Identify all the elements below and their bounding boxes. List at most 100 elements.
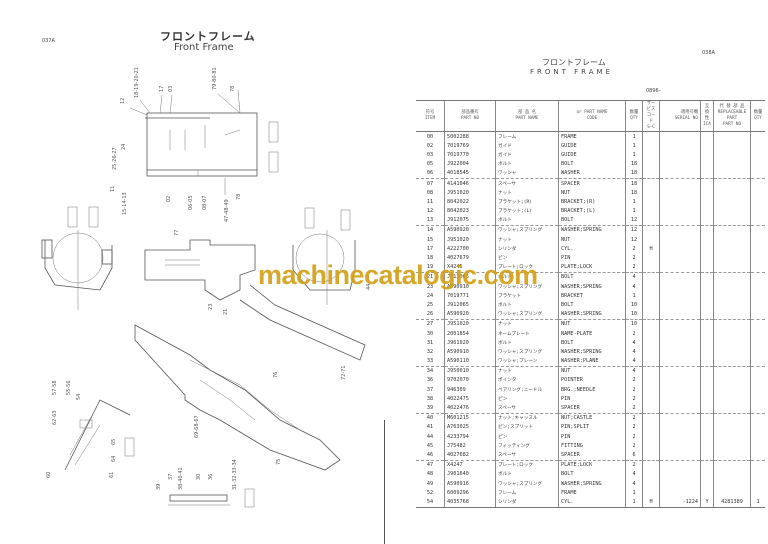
cell-part-name-en: NUT;CASTLE [558, 413, 626, 423]
cell-part-name-en: PLATE;LOCK [558, 262, 626, 273]
cell-item: 54 [416, 497, 445, 508]
cell-replaceable-part-no [713, 159, 751, 169]
cell-part-name-en: NAME-PLATE [558, 328, 626, 339]
cell-part-name-jp: プレート;ロック [495, 262, 559, 273]
cell-part-no: J951020 [444, 235, 496, 245]
cell-replaceable-part-no [713, 282, 751, 292]
cell-sc [642, 300, 660, 310]
page-fold-line [384, 420, 385, 544]
cell-replaceable-qty [750, 469, 765, 479]
cell-part-name-en: PIN [558, 432, 626, 442]
cell-item: 30 [426, 330, 434, 337]
cell-sc [642, 478, 660, 489]
cell-replaceable-part-no: 4281389 [713, 497, 751, 508]
cell-replaceable-qty [750, 131, 765, 142]
cell-replaceable-qty [750, 150, 765, 160]
cell-part-name-jp: ナット [495, 319, 559, 329]
cell-item: 34 [426, 368, 434, 375]
cell-part-name-jp: ピン [495, 253, 559, 263]
svg-text:38-40-41: 38-40-41 [178, 467, 184, 490]
cell-replaceable-part-no [713, 403, 751, 414]
svg-text:25-26-27: 25-26-27 [112, 147, 118, 170]
cell-serial-no [659, 309, 701, 320]
cell-replaceable-qty [750, 235, 765, 245]
cell-sc [642, 272, 660, 282]
cell-serial-no [659, 244, 701, 254]
cell-serial-no [659, 131, 701, 142]
cell-serial-no [659, 422, 701, 432]
cell-part-name-en: SPACER [558, 178, 626, 189]
cell-replaceable-qty [750, 215, 765, 226]
cell-qty: 18 [625, 178, 643, 189]
cell-ica [700, 347, 714, 357]
cell-part-name-en: PIN [558, 394, 626, 404]
cell-part-name-jp: スペーサ [495, 403, 559, 414]
cell-part-no: J901640 [444, 469, 496, 479]
svg-text:54: 54 [76, 394, 82, 400]
cell-part-no: J951020 [444, 319, 496, 329]
cell-part-name-en: BOLT [558, 469, 626, 479]
svg-text:23: 23 [208, 304, 214, 310]
svg-text:36: 36 [208, 474, 214, 480]
cell-serial-no [659, 300, 701, 310]
cell-qty: 2 [625, 253, 643, 263]
cell-part-no: A590110 [444, 356, 496, 367]
cell-ica [700, 488, 714, 498]
cell-serial-no: -1224 [659, 497, 701, 508]
cell-qty: 1 [625, 197, 643, 207]
cell-replaceable-qty [750, 328, 765, 339]
cell-qty: 12 [625, 215, 643, 226]
cell-replaceable-qty: 1 [750, 497, 765, 508]
cell-replaceable-part-no [713, 328, 751, 339]
cell-qty: 4 [625, 282, 643, 292]
cell-part-name-jp: ピン [495, 432, 559, 442]
cell-ica [700, 253, 714, 263]
cell-serial-no [659, 235, 701, 245]
cell-ica [700, 403, 714, 414]
svg-text:02: 02 [166, 196, 172, 202]
svg-text:30: 30 [196, 474, 202, 480]
cell-item: 40 [426, 415, 434, 422]
svg-text:31-32-33-34: 31-32-33-34 [232, 459, 238, 490]
cell-part-name-en: WASHER [558, 168, 626, 179]
cell-part-name-en: BOLT [558, 300, 626, 310]
svg-text:65: 65 [111, 439, 117, 445]
cell-part-name-jp: ベアリング;ニードル [495, 385, 559, 395]
cell-part-name-jp: ピン [495, 394, 559, 404]
cell-part-name-en: SPACER [558, 450, 626, 461]
cell-part-no: 5002288 [444, 131, 496, 142]
serial-range: 0896- [646, 88, 661, 94]
cell-qty: 2 [625, 422, 643, 432]
cell-part-name-en: GUIDE [558, 141, 626, 151]
cell-serial-no [659, 215, 701, 226]
cell-qty: 1 [625, 291, 643, 301]
cell-qty: 1 [625, 497, 643, 508]
cell-ica [700, 319, 714, 329]
cell-item: 06 [416, 168, 445, 179]
cell-item: 45 [426, 442, 434, 449]
cell-replaceable-part-no [713, 291, 751, 301]
cell-part-no: 4027682 [444, 450, 496, 461]
cell-sc [642, 291, 660, 301]
cell-serial-no [659, 272, 701, 282]
cell-ica [700, 356, 714, 367]
cell-replaceable-qty [750, 188, 765, 198]
cell-qty: 2 [625, 413, 643, 423]
svg-text:47-48-49: 47-48-49 [224, 199, 230, 222]
cell-part-name-en: BOLT [558, 272, 626, 282]
cell-part-name-jp: ワッシャ;スプリング [495, 347, 559, 357]
cell-part-no: 946309 [444, 385, 496, 395]
cell-qty: 2 [625, 403, 643, 414]
cell-item: 32 [426, 348, 434, 355]
cell-part-name-en: BRACKET;(L) [558, 206, 626, 216]
